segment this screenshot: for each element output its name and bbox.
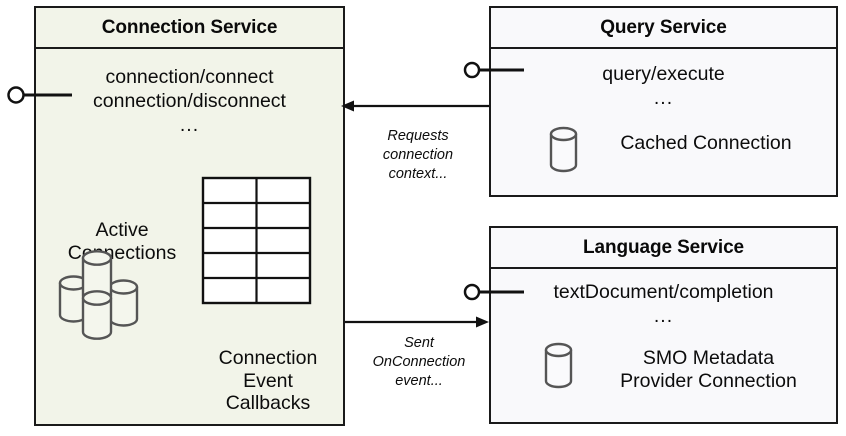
language-service-lollipop-icon[interactable] [463,283,524,301]
sent-label-line3: event... [395,372,443,389]
query-service-operations-ellipsis: ... [653,86,674,109]
connection-service-operations-ellipsis: ... [179,113,200,136]
active-connections-label: Active Connections [42,219,202,264]
requests-label-line3: context... [388,165,448,182]
sent-label-line2: OnConnection [372,353,466,370]
connection-service-body: connection/connect connection/disconnect… [36,49,343,426]
edge-label-requests-connection-context: Requests connection context... [357,127,479,184]
language-service-body: textDocument/completion ... SMO Metadata… [491,269,836,424]
language-service-operations-ellipsis: ... [653,304,674,327]
component-query-service[interactable]: Query Service query/execute ... Cached C… [489,6,838,197]
connection-service-title: Connection Service [36,8,343,49]
smo-label-line1: SMO Metadata [642,347,775,369]
language-service-operations: textDocument/completion ... [491,281,836,329]
sent-label-line1: Sent [404,335,434,351]
cached-connection-label: Cached Connection [620,132,792,154]
callbacks-label-line3: Callbacks [225,392,311,415]
connection-event-callbacks-label: Connection Event Callbacks [188,347,348,415]
callbacks-label-line1: Connection [218,347,318,369]
arrow-connection-to-language[interactable] [345,316,489,328]
active-connections-label-line2: Connections [67,241,177,264]
query-service-lollipop-icon[interactable] [463,61,524,79]
component-language-service[interactable]: Language Service textDocument/completion… [489,226,838,424]
table-grid-icon [201,176,312,305]
language-service-database-cylinder-icon [544,342,573,389]
smo-label-line2: Provider Connection [620,370,797,392]
query-service-operations: query/execute ... [491,63,836,111]
query-service-body: query/execute ... Cached Connection [491,49,836,197]
smo-metadata-provider-connection-label: SMO Metadata Provider Connection [586,347,831,393]
requests-label-line1: Requests [387,128,449,144]
connection-service-operations: connection/connect connection/disconnect… [36,66,343,137]
multi-database-icon [58,250,139,340]
requests-label-line2: connection [382,146,454,163]
operation-query-execute[interactable]: query/execute [602,63,725,85]
connection-service-lollipop-icon[interactable] [7,86,73,104]
language-service-title: Language Service [491,228,836,269]
operation-connection-disconnect[interactable]: connection/disconnect [93,89,286,112]
query-service-database-cylinder-icon [549,126,578,173]
arrow-query-to-connection[interactable] [341,100,489,112]
edge-label-sent-onconnection-event: Sent OnConnection event... [355,334,483,391]
callbacks-label-line2: Event [243,369,293,392]
query-service-title: Query Service [491,8,836,49]
operation-connection-connect[interactable]: connection/connect [105,66,274,88]
operation-textdocument-completion[interactable]: textDocument/completion [553,281,774,303]
active-connections-label-line1: Active [95,219,149,241]
